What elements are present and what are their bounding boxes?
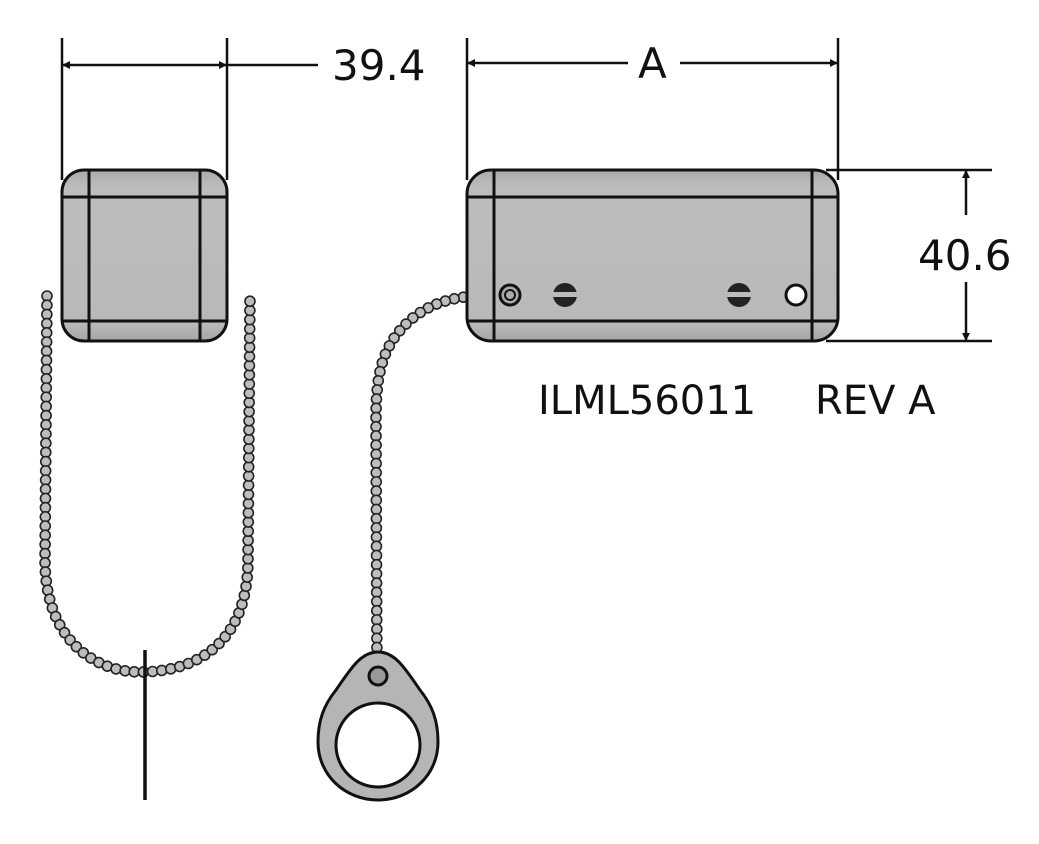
screw-icon: [553, 283, 577, 307]
chain-anchor-ring: [498, 283, 522, 307]
revision-label: REV A: [815, 378, 936, 424]
dimension-width-label: 39.4: [332, 41, 426, 90]
dimension-length: [465, 38, 840, 180]
dimension-height-label: 40.6: [918, 231, 1012, 280]
screw-icon: [727, 283, 751, 307]
chain-bead: [244, 295, 256, 308]
seal-body-side-view: [60, 168, 229, 343]
bead-chain-right: [370, 289, 506, 681]
seal-body-front-view: [465, 168, 840, 343]
dimension-length-label: A: [638, 39, 667, 88]
dimension-height: [826, 168, 992, 343]
hole: [784, 283, 808, 307]
part-number: ILML56011: [538, 378, 756, 424]
bead-chain-left: [39, 290, 256, 678]
teardrop-tag: [316, 650, 440, 802]
dimension-width: [60, 38, 318, 180]
